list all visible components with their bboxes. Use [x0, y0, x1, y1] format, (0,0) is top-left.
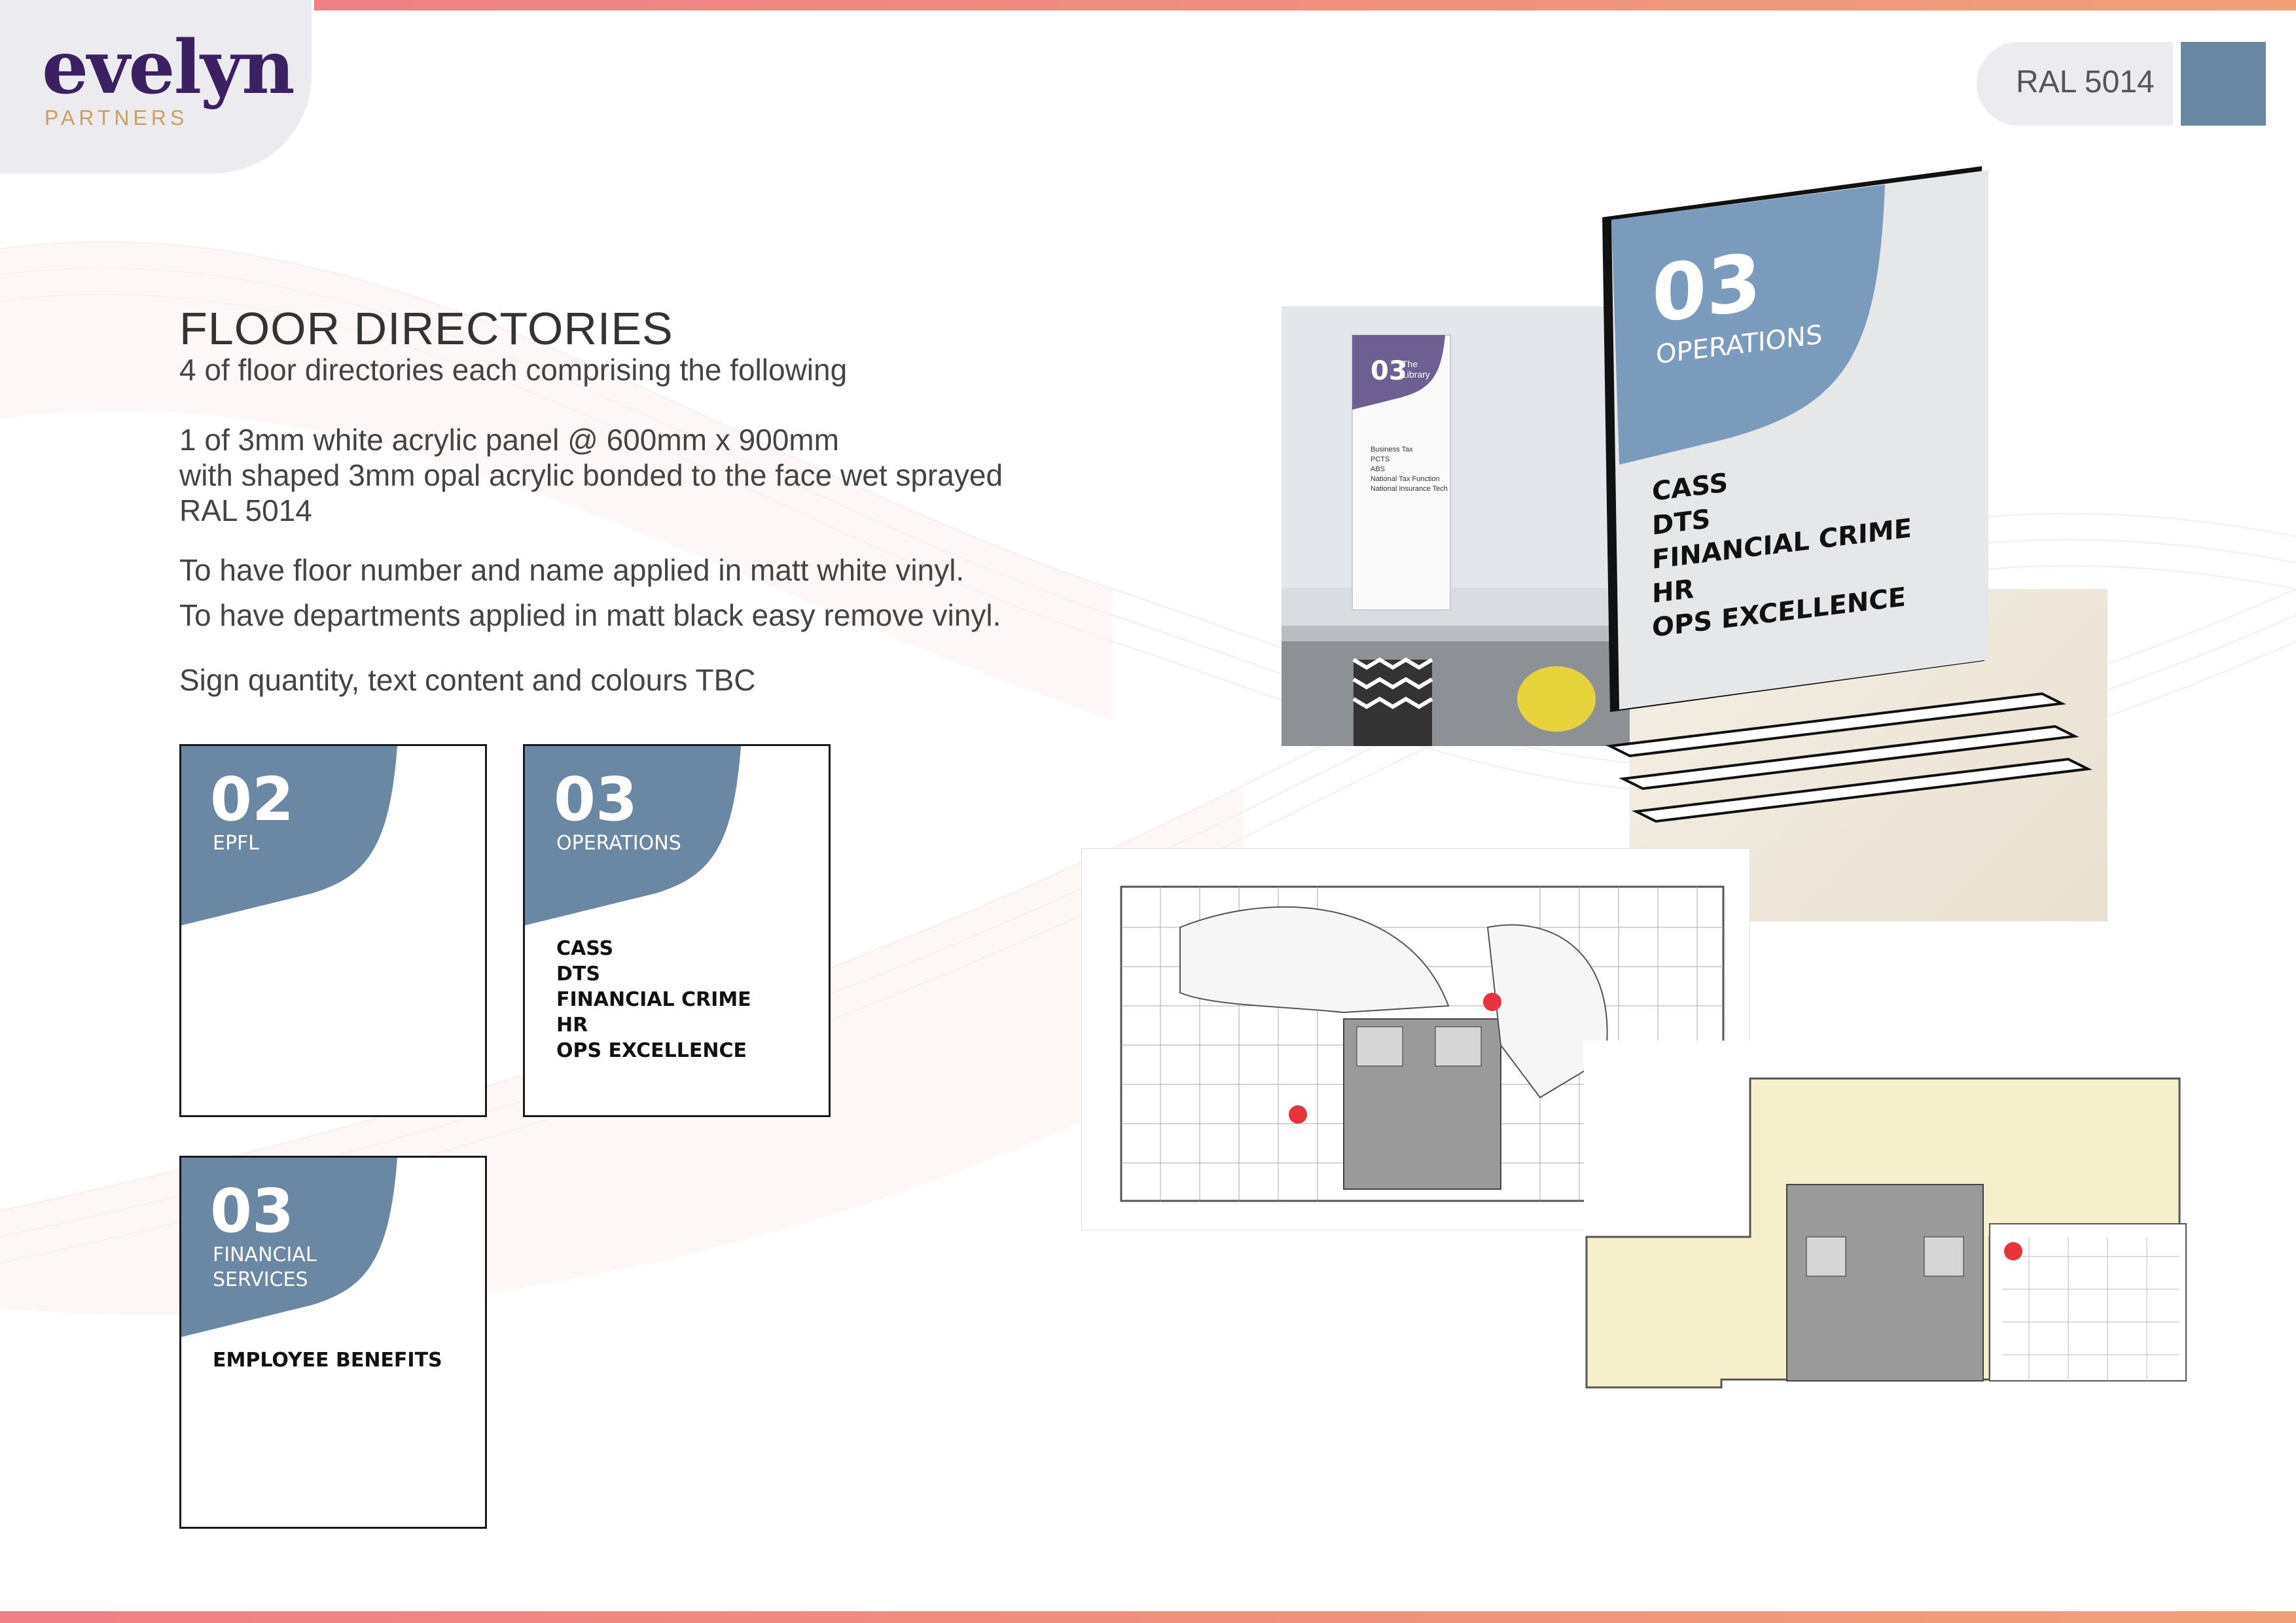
sign-name-line: SERVICES: [213, 1268, 308, 1291]
ral-color-swatch: [2181, 42, 2266, 126]
spec-tbc: Sign quantity, text content and colours …: [179, 663, 756, 697]
sign-name: EPFL: [213, 832, 260, 855]
photo-sign-item: PCTS: [1371, 455, 1390, 463]
photo-sign-item: Business Tax: [1371, 446, 1413, 454]
sign-header-shape: [181, 1158, 397, 1337]
mockup-sign-number: 03: [1652, 236, 1761, 342]
spec-line: RAL 5014: [179, 493, 312, 527]
acrylic-panel-mockup: [1602, 166, 2092, 823]
photo-sign-item: National Insurance Tech: [1371, 485, 1448, 493]
spec-panel: 1 of 3mm white acrylic panel @ 600mm x 9…: [179, 422, 1003, 528]
spec-white-vinyl: To have floor number and name applied in…: [179, 553, 965, 587]
brand-logo-sub: PARTNERS: [45, 106, 188, 130]
floor-plan-lower: [1584, 1041, 2219, 1427]
mockup-sign-departments: CASS DTS FINANCIAL CRIME HR OPS EXCELLEN…: [1652, 443, 1912, 645]
photo-sign-number: 03: [1371, 356, 1407, 386]
spec-black-vinyl: To have departments applied in matt blac…: [179, 598, 1001, 632]
photo-sign-items: Business Tax PCTS ABS National Tax Funct…: [1371, 445, 1448, 494]
sign-name: FINANCIAL SERVICES: [213, 1243, 317, 1293]
sign-number: 03: [554, 764, 638, 834]
sign-name: OPERATIONS: [556, 832, 681, 855]
department-item: CASS: [556, 937, 614, 960]
photo-sign-item: National Tax Function: [1371, 475, 1440, 483]
photo-sign-name: The Library: [1402, 359, 1430, 380]
ral-label: RAL 5014: [2016, 65, 2155, 99]
page-subtitle: 4 of floor directories each comprising t…: [179, 353, 848, 387]
sign-number: 03: [210, 1176, 295, 1246]
top-accent-bar: [314, 0, 2296, 10]
brand-logo: evelyn: [42, 25, 295, 111]
sign-02-epfl: 02 EPFL: [179, 744, 487, 1117]
spec-line: 1 of 3mm white acrylic panel @ 600mm x 9…: [179, 423, 839, 457]
department-item: FINANCIAL CRIME: [556, 988, 751, 1011]
sign-departments: CASS DTS FINANCIAL CRIME HR OPS EXCELLEN…: [556, 936, 751, 1063]
spec-line: with shaped 3mm opal acrylic bonded to t…: [179, 458, 1003, 492]
logo-tab: [0, 0, 312, 173]
sign-number: 02: [210, 764, 295, 834]
photo-sign-name-line: The: [1402, 359, 1418, 369]
photo-sign-name-line: Library: [1402, 369, 1430, 380]
department-item: HR: [556, 1014, 588, 1037]
ral-tab: [1977, 42, 2173, 126]
sign-departments: EMPLOYEE BENEFITS: [213, 1347, 442, 1373]
photo-sign-item: ABS: [1371, 465, 1386, 473]
department-item: EMPLOYEE BENEFITS: [213, 1349, 442, 1372]
floor-plan-drawing: [1585, 1077, 2187, 1389]
sign-03-operations: 03 OPERATIONS CASS DTS FINANCIAL CRIME H…: [523, 744, 831, 1117]
sign-03-financial-services: 03 FINANCIAL SERVICES EMPLOYEE BENEFITS: [179, 1156, 487, 1529]
sign-header-shape: [181, 746, 397, 925]
department-item: DTS: [556, 963, 600, 986]
department-item: OPS EXCELLENCE: [556, 1039, 747, 1062]
bottom-accent-bar: [0, 1611, 2296, 1623]
sign-header-shape: [525, 746, 741, 925]
sign-name-line: FINANCIAL: [213, 1243, 317, 1266]
page-title: FLOOR DIRECTORIES: [179, 303, 673, 354]
